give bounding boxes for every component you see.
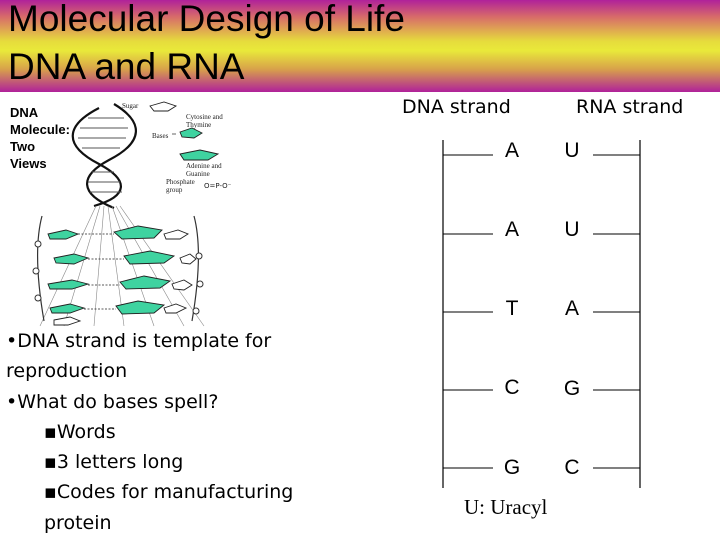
sub-bullet-item: ▪Words bbox=[44, 421, 116, 443]
sub-bullet-item: protein bbox=[44, 512, 112, 534]
dna-base: A bbox=[504, 139, 519, 162]
legend-cytosine-thymine: Cytosine and Thymine bbox=[186, 113, 223, 129]
rna-rungs bbox=[593, 154, 640, 469]
rna-base: A bbox=[564, 297, 579, 320]
dna-strand-heading: DNA strand bbox=[402, 96, 511, 118]
sub-bullet-item: ▪3 letters long bbox=[44, 451, 184, 473]
legend-adenine-guanine: Adenine and Guanine bbox=[186, 162, 222, 178]
dna-base: T bbox=[505, 297, 519, 320]
dna-molecule-figure: O=P-O⁻ DNA Molecule: Two Views Sugar Cyt… bbox=[4, 96, 244, 332]
dna-base: A bbox=[504, 218, 519, 241]
legend-bases: Bases bbox=[152, 132, 169, 140]
dna-base: G bbox=[503, 456, 521, 479]
rna-base: U bbox=[564, 139, 580, 162]
legend-sugar: Sugar bbox=[122, 102, 139, 110]
slide-subtitle: DNA and RNA bbox=[8, 46, 245, 87]
rna-strand-heading: RNA strand bbox=[576, 96, 684, 118]
svg-text:O=P-O⁻: O=P-O⁻ bbox=[204, 182, 232, 190]
rna-base: G bbox=[563, 377, 581, 400]
dna-rungs bbox=[443, 154, 493, 469]
dna-base: C bbox=[504, 376, 520, 399]
bullet-item: •What do bases spell? bbox=[6, 391, 219, 413]
bullet-item: reproduction bbox=[6, 360, 128, 382]
rna-base: C bbox=[564, 456, 580, 479]
legend-phosphate: Phosphate group bbox=[166, 178, 195, 194]
dna-illustration: O=P-O⁻ bbox=[32, 101, 232, 327]
slide-title: Molecular Design of Life bbox=[8, 0, 405, 39]
sub-bullet-item: ▪Codes for manufacturing bbox=[44, 481, 294, 503]
rna-base: U bbox=[564, 218, 580, 241]
title-banner: Molecular Design of Life DNA and RNA bbox=[0, 0, 720, 92]
bullet-item: •DNA strand is template for bbox=[6, 330, 272, 352]
figure-label: DNA Molecule: Two Views bbox=[10, 105, 70, 171]
uracyl-footnote: U: Uracyl bbox=[464, 495, 548, 519]
